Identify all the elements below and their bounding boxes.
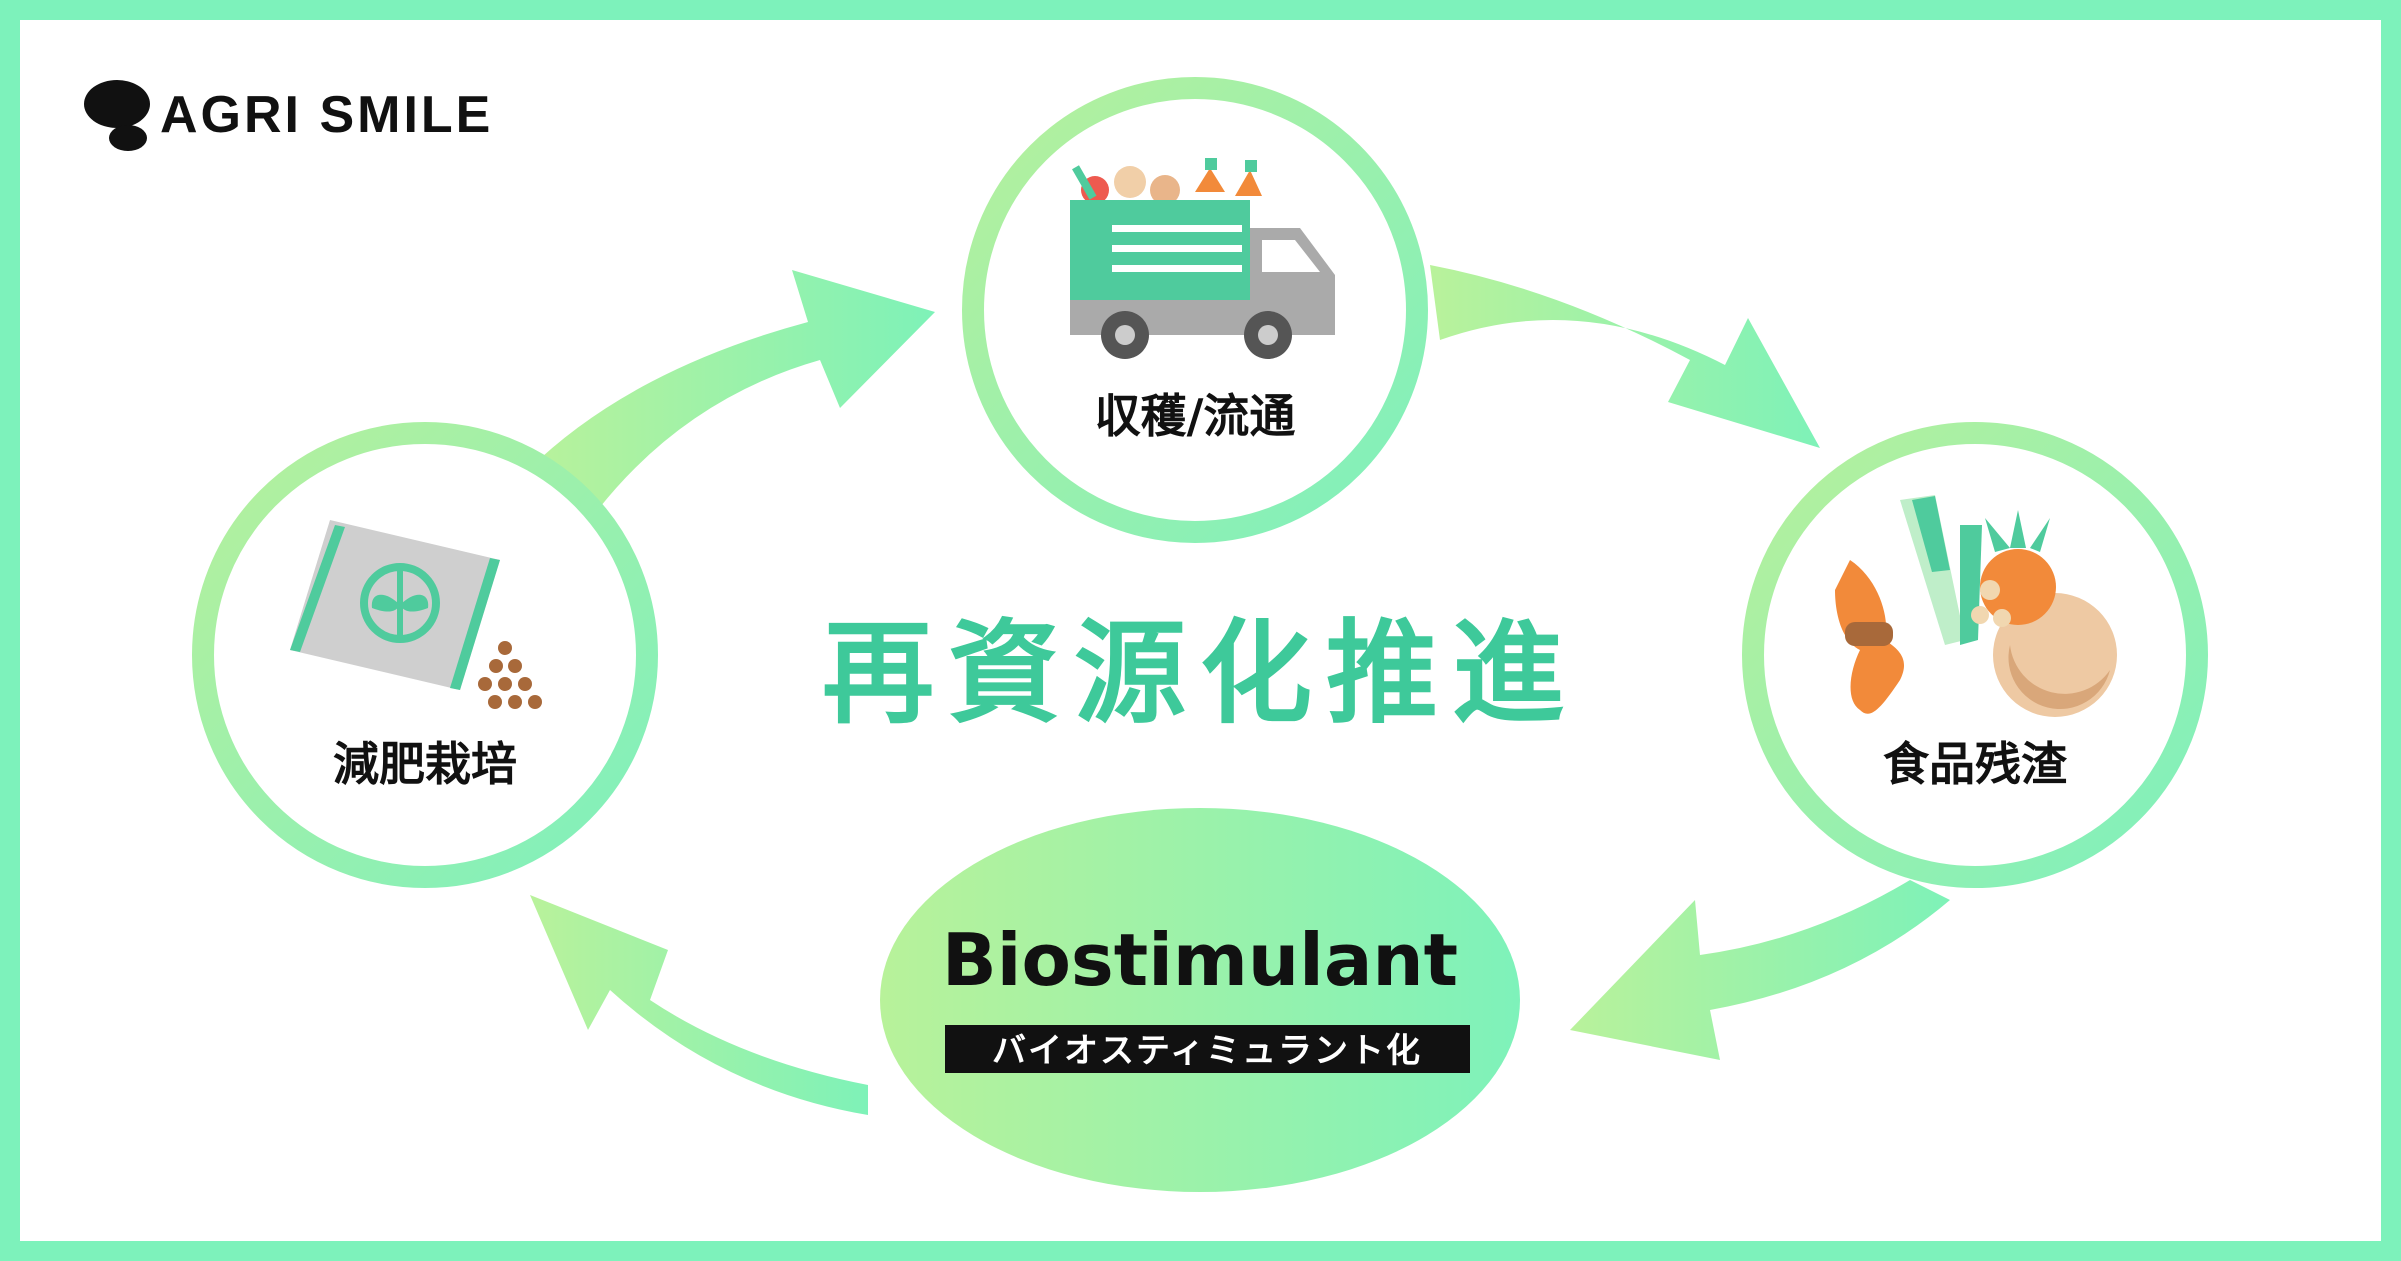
biostimulant-subtitle: バイオスティミュラント化 [992, 1031, 1422, 1071]
biostimulant-subtitle-bg [945, 1025, 1470, 1073]
agri-smile-logo-icon [84, 80, 150, 151]
fertilizer-label: 減肥栽培 [333, 737, 517, 791]
arrow-to-biostimulant [1570, 880, 1950, 1060]
arrow-to-residue [1430, 265, 1820, 448]
arrow-to-fertilizer [530, 895, 868, 1115]
delivery-truck-with-vegetables-icon [1070, 158, 1335, 359]
food-scraps-icon [1835, 495, 2117, 717]
biostimulant-ellipse [880, 808, 1520, 1192]
arrow-to-harvest [528, 270, 935, 520]
residue-label: 食品残渣 [1883, 737, 2068, 791]
cycle-arrows [528, 265, 1950, 1115]
fertilizer-bag-icon [290, 520, 542, 709]
main-title: 再資源化推進 [822, 609, 1578, 739]
harvest-label: 収穫/流通 [1095, 389, 1296, 443]
residue-node-ring [1742, 422, 2208, 888]
biostimulant-title: Biostimulant [942, 918, 1458, 1002]
brand-name: AGRI SMILE [160, 86, 494, 144]
